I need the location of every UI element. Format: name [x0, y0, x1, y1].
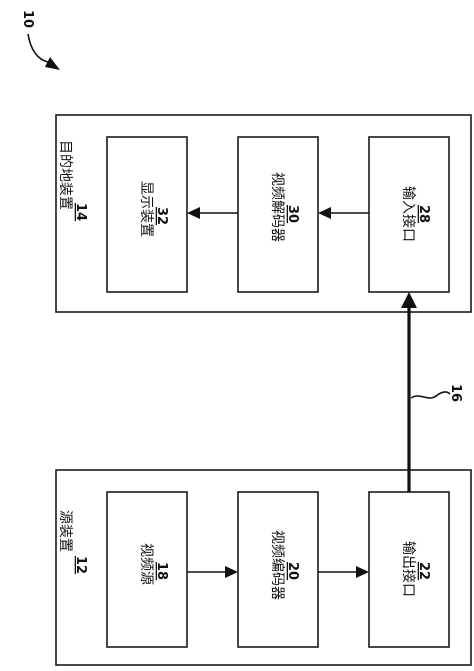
display-device-label: 显示装置: [138, 181, 154, 237]
source-device-number: 12: [73, 556, 88, 574]
video-encoder-number: 20: [285, 562, 300, 580]
video-source-box: [106, 491, 188, 648]
display-device-number: 32: [154, 207, 169, 225]
video-source-label: 视频源: [138, 543, 154, 585]
input-interface-box: [368, 136, 450, 293]
input-interface-number: 28: [416, 205, 431, 223]
figure-ref-label: 10: [20, 10, 35, 28]
output-interface-label: 输出接口: [400, 541, 417, 597]
arrowhead-encoder-to-output: [356, 566, 369, 578]
video-source-number: 18: [154, 562, 169, 580]
video-encoder-label: 视频编码器: [269, 530, 285, 600]
output-interface-box: [368, 491, 450, 648]
output-interface-number: 22: [416, 562, 431, 580]
destination-device: 目的地装置 14 显示装置 32 视频解码器 30 输入接口 28: [55, 114, 472, 313]
arrowhead-input-to-decoder: [318, 207, 331, 219]
source-device: 源装置 12 视频源 18 视频编码器 20 输出接口 22: [55, 469, 472, 666]
figure-ref-arrow: [27, 33, 49, 63]
link-16-arrowhead: [401, 292, 417, 308]
destination-device-label: 目的地装置: [57, 140, 73, 210]
source-device-label: 源装置: [57, 510, 73, 552]
figure-ref-arrowhead: [45, 57, 60, 70]
arrowhead-source-to-encoder: [225, 566, 238, 578]
arrowhead-decoder-to-display: [187, 207, 200, 219]
video-decoder-number: 30: [285, 205, 300, 223]
display-device-box: [106, 136, 188, 293]
video-encoder-box: [237, 491, 319, 648]
destination-device-number: 14: [73, 203, 88, 221]
link-16-leader: [410, 391, 451, 399]
video-decoder-box: [237, 136, 319, 293]
input-interface-label: 输入接口: [400, 186, 417, 242]
link-16-label: 16: [448, 384, 463, 402]
video-decoder-label: 视频解码器: [269, 172, 285, 242]
